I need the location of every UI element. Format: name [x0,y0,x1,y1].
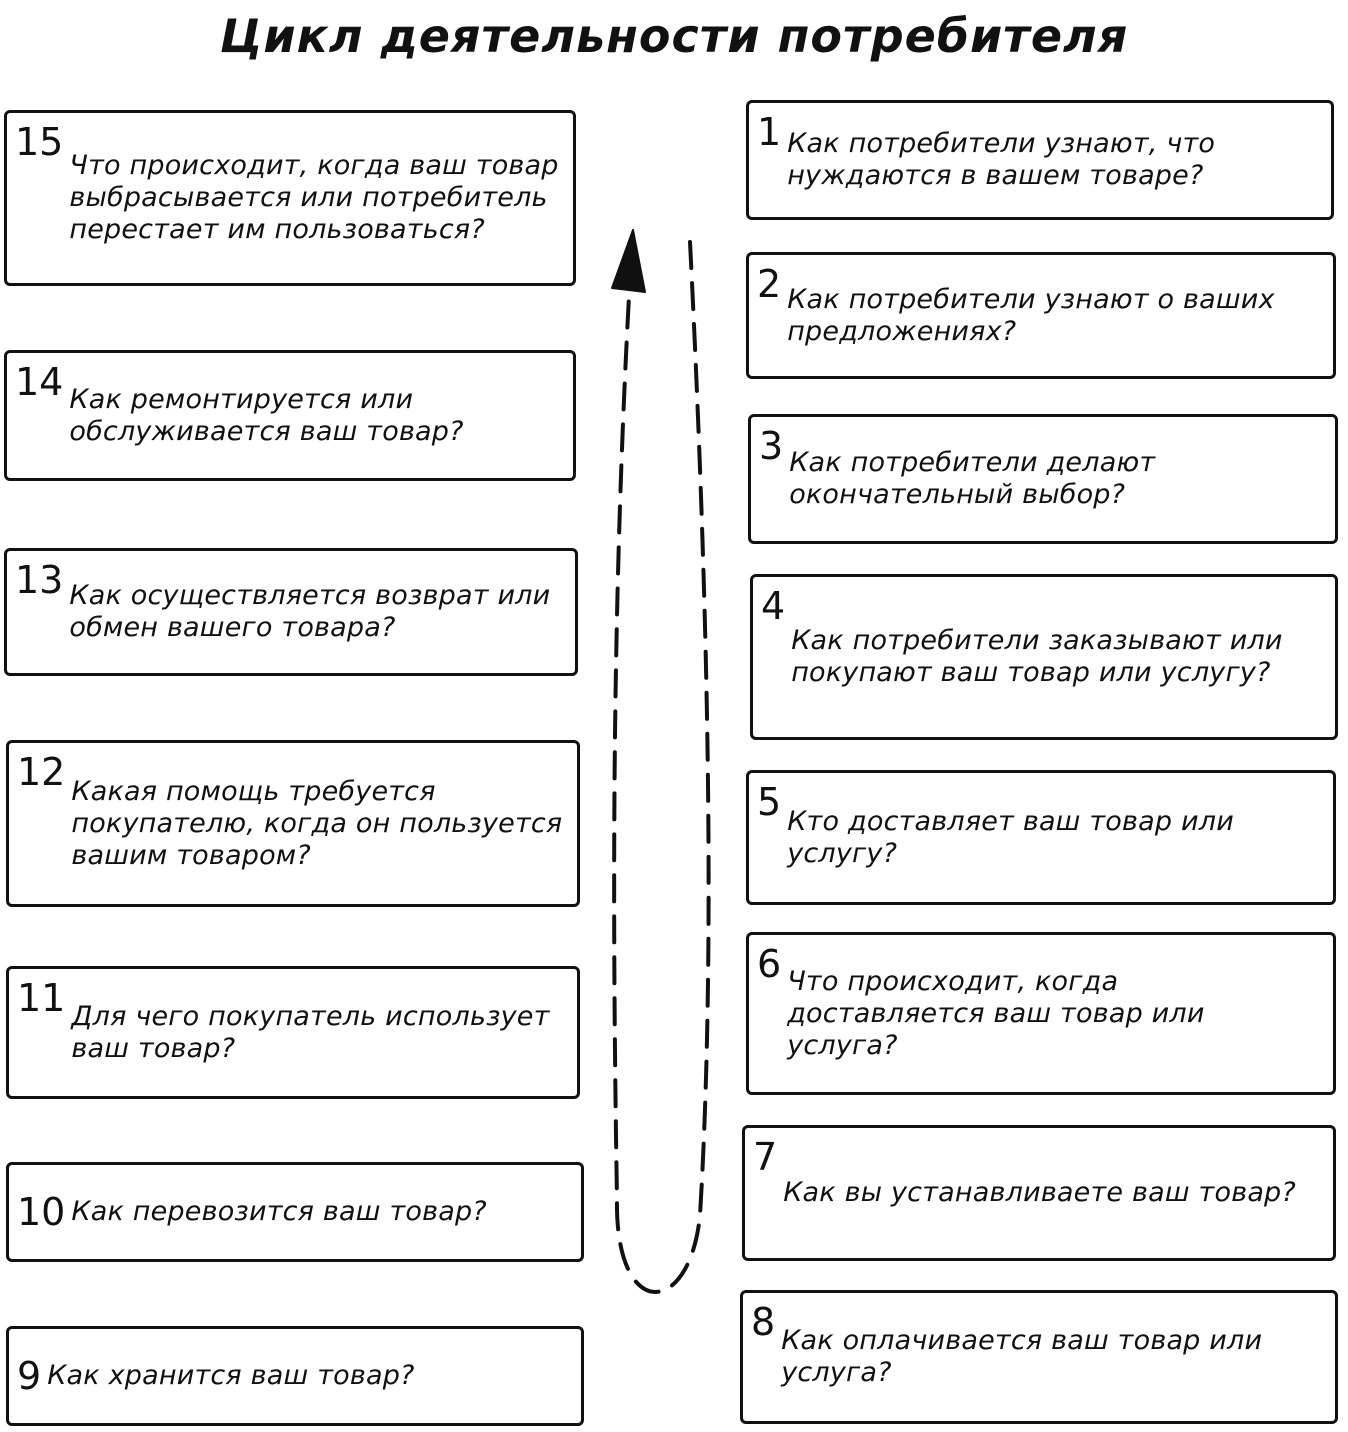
step-box-13: 13 Как осуществляется возврат или обмен … [4,548,578,676]
step-number: 10 [17,1190,66,1234]
step-question: Что происходит, когда ваш товар выбрасыв… [69,150,559,245]
step-number: 2 [757,262,782,306]
step-box-4: 4 Как потребители заказывают или покупаю… [750,574,1338,740]
step-question: Как потребители узнают о ваших предложен… [787,283,1275,347]
step-question: Как вы устанавливаете ваш товар? [783,1177,1296,1208]
step-question: Как перевозится ваш товар? [71,1196,487,1227]
step-box-7: 7 Как вы устанавливаете ваш товар? [742,1125,1336,1261]
step-number: 1 [757,110,782,154]
step-box-15: 15 Что происходит, когда ваш товар выбра… [4,110,576,286]
step-number: 4 [761,584,786,628]
step-box-12: 12 Какая помощь требуется покупателю, ко… [6,740,580,907]
step-question: Как потребители делают окончательный выб… [789,447,1156,510]
step-box-3: 3 Как потребители делают окончательный в… [748,414,1338,544]
step-question: Что происходит, когда доставляется ваш т… [787,965,1205,1061]
diagram-title: Цикл деятельности потребителя [219,9,1129,63]
step-number: 3 [759,424,784,468]
step-number: 8 [751,1300,776,1344]
cycle-arrow-head [611,229,646,293]
step-box-8: 8 Как оплачивается ваш товар или услуга? [740,1290,1338,1424]
step-box-14: 14 Как ремонтируется или обслуживается в… [4,350,576,481]
step-number: 11 [17,976,66,1020]
step-box-2: 2 Как потребители узнают о ваших предлож… [746,252,1336,379]
step-box-9: 9 Как хранится ваш товар? [6,1326,584,1426]
step-question: Кто доставляет ваш товар или услугу? [787,805,1234,869]
step-box-6: 6 Что происходит, когда доставляется ваш… [746,932,1336,1095]
step-number: 12 [17,750,66,794]
step-number: 7 [753,1135,778,1179]
step-number: 14 [15,360,64,404]
step-question: Как ремонтируется или обслуживается ваш … [69,383,464,447]
step-number: 9 [17,1354,42,1398]
step-number: 13 [15,558,64,602]
step-question: Для чего покупатель использует ваш товар… [71,1000,550,1064]
step-box-5: 5 Кто доставляет ваш товар или услугу? [746,770,1336,905]
step-number: 6 [757,942,782,986]
step-question: Как потребители узнают, что нуждаются в … [787,128,1216,191]
step-box-10: 10 Как перевозится ваш товар? [6,1162,584,1262]
step-question: Как хранится ваш товар? [47,1360,415,1391]
step-question: Какая помощь требуется покупателю, когда… [71,775,563,871]
step-box-1: 1 Как потребители узнают, что нуждаются … [746,100,1334,220]
step-number: 15 [15,120,64,164]
step-question: Как осуществляется возврат или обмен ваш… [69,580,551,643]
step-question: Как оплачивается ваш товар или услуга? [781,1325,1263,1388]
step-box-11: 11 Для чего покупатель использует ваш то… [6,966,580,1099]
step-question: Как потребители заказывают или покупают … [791,625,1283,688]
cycle-arrow-path [612,240,711,1294]
step-number: 5 [757,780,782,824]
